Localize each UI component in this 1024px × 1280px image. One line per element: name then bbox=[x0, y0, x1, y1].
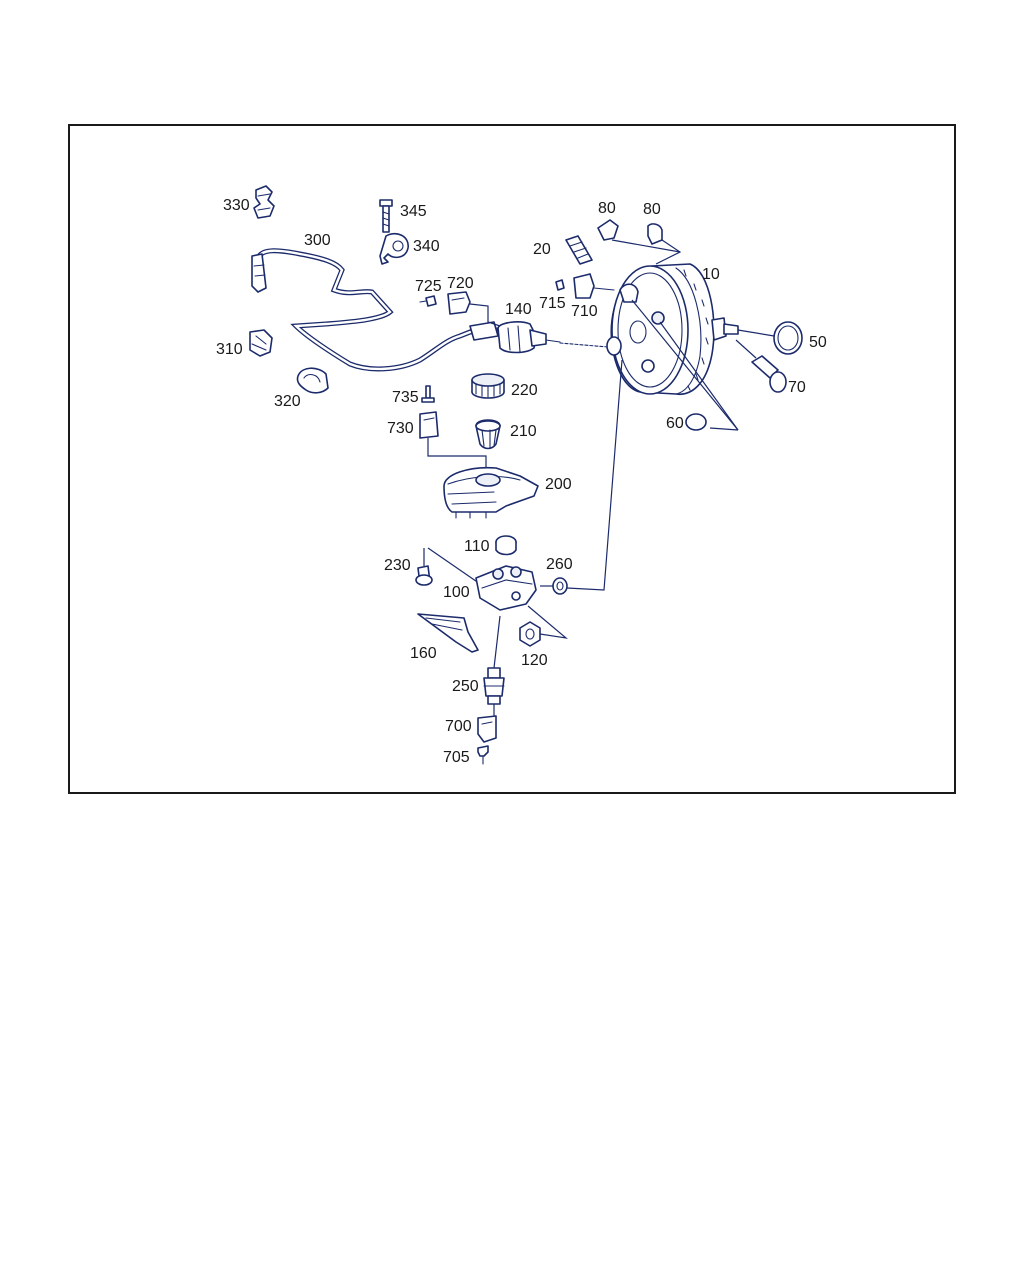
callout-220: 220 bbox=[511, 382, 538, 399]
callout-730: 730 bbox=[387, 420, 414, 437]
bracket-bolt bbox=[379, 199, 393, 233]
callout-labels: 10 20 50 60 70 80 80 100 110 120 140 160… bbox=[216, 197, 827, 766]
callout-300: 300 bbox=[304, 232, 331, 249]
pressure-sensor bbox=[483, 615, 505, 705]
mounting-bolt bbox=[415, 547, 487, 589]
callout-160: 160 bbox=[410, 645, 437, 662]
hex-nut bbox=[519, 605, 569, 647]
callout-70: 70 bbox=[788, 379, 806, 396]
connector-pin bbox=[419, 295, 437, 307]
callout-310: 310 bbox=[216, 341, 243, 358]
callout-320: 320 bbox=[274, 393, 301, 410]
sealing-washer bbox=[540, 359, 623, 595]
callout-80-nut: 80 bbox=[643, 201, 661, 218]
connector-housing bbox=[447, 291, 501, 327]
reservoir-seal bbox=[495, 535, 517, 556]
callout-60: 60 bbox=[666, 415, 684, 432]
hose-bracket bbox=[379, 232, 409, 265]
callout-10: 10 bbox=[702, 266, 720, 283]
brake-stud bbox=[565, 235, 593, 265]
reservoir-strainer bbox=[475, 419, 501, 450]
callout-700: 700 bbox=[445, 718, 472, 735]
callout-20: 20 bbox=[533, 241, 551, 258]
plug-pin bbox=[477, 745, 489, 765]
blanking-plug bbox=[685, 413, 707, 431]
sensor-connector bbox=[573, 273, 615, 299]
callout-210: 210 bbox=[510, 423, 537, 440]
callout-100: 100 bbox=[443, 584, 470, 601]
hose-clamp bbox=[249, 329, 273, 357]
callout-80-clip: 80 bbox=[598, 200, 616, 217]
sensor-pin bbox=[555, 279, 565, 291]
level-sensor bbox=[419, 411, 487, 470]
valve-block bbox=[475, 565, 537, 611]
callout-715: 715 bbox=[539, 295, 566, 312]
pushrod-pin bbox=[735, 339, 787, 393]
callout-120: 120 bbox=[521, 652, 548, 669]
callout-200: 200 bbox=[545, 476, 572, 493]
sensor-plug bbox=[477, 704, 497, 743]
seal-ring bbox=[737, 321, 803, 355]
callout-50: 50 bbox=[809, 334, 827, 351]
level-sensor-pin bbox=[421, 385, 435, 403]
callout-725: 725 bbox=[415, 278, 442, 295]
callout-735: 735 bbox=[392, 389, 419, 406]
callout-260: 260 bbox=[546, 556, 573, 573]
callout-110: 110 bbox=[464, 538, 490, 555]
callout-230: 230 bbox=[384, 557, 411, 574]
vacuum-check-valve bbox=[497, 321, 609, 354]
callout-250: 250 bbox=[452, 678, 479, 695]
diagram-frame bbox=[68, 124, 956, 794]
fluid-reservoir bbox=[443, 466, 539, 519]
callout-330: 330 bbox=[223, 197, 250, 214]
hose-clip bbox=[253, 185, 275, 219]
callout-705: 705 bbox=[443, 749, 470, 766]
callout-140: 140 bbox=[505, 301, 532, 318]
brake-booster bbox=[606, 263, 739, 431]
callout-710: 710 bbox=[571, 303, 598, 320]
callout-345: 345 bbox=[400, 203, 427, 220]
booster-nut bbox=[647, 223, 682, 265]
callout-720: 720 bbox=[447, 275, 474, 292]
booster-clip bbox=[597, 219, 681, 253]
heat-shield bbox=[417, 613, 479, 653]
callout-340: 340 bbox=[413, 238, 440, 255]
grommet bbox=[296, 367, 329, 394]
reservoir-cap bbox=[471, 373, 505, 399]
